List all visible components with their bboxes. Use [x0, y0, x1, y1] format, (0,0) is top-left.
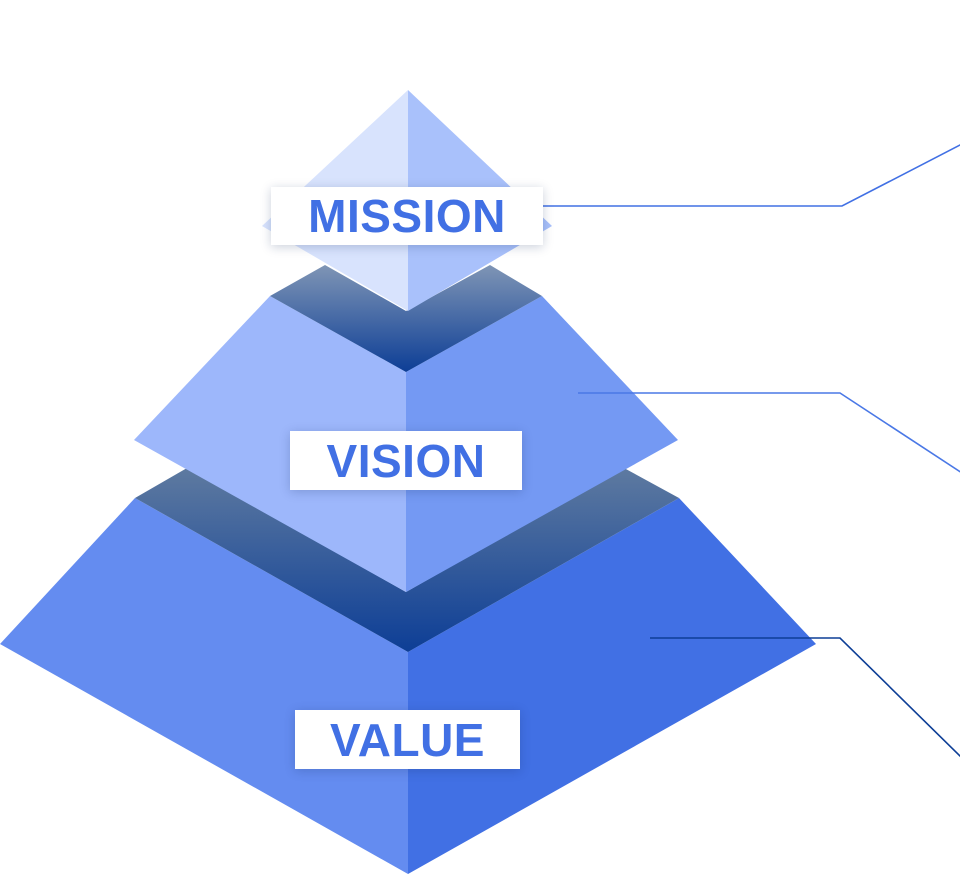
- vision-tier-right-face: [406, 296, 678, 592]
- mission-label: MISSION: [271, 187, 543, 245]
- value-tier: [0, 468, 816, 874]
- value-tier-right-face: [408, 498, 816, 874]
- mission-callout-line: [543, 144, 960, 207]
- value-label: VALUE: [295, 710, 520, 769]
- value-tier-left-face: [0, 498, 408, 874]
- value-callout-line: [650, 637, 960, 758]
- vision-tier-recess: [270, 265, 542, 372]
- vision-label: VISION: [290, 431, 522, 490]
- value-tier-recess: [135, 468, 679, 652]
- value-label-text: VALUE: [330, 713, 485, 766]
- vision-tier-left-face: [134, 296, 406, 592]
- mission-label-text: MISSION: [308, 190, 506, 242]
- vision-callout-line: [578, 392, 960, 473]
- vision-label-text: VISION: [326, 434, 486, 487]
- vision-tier: [134, 265, 678, 592]
